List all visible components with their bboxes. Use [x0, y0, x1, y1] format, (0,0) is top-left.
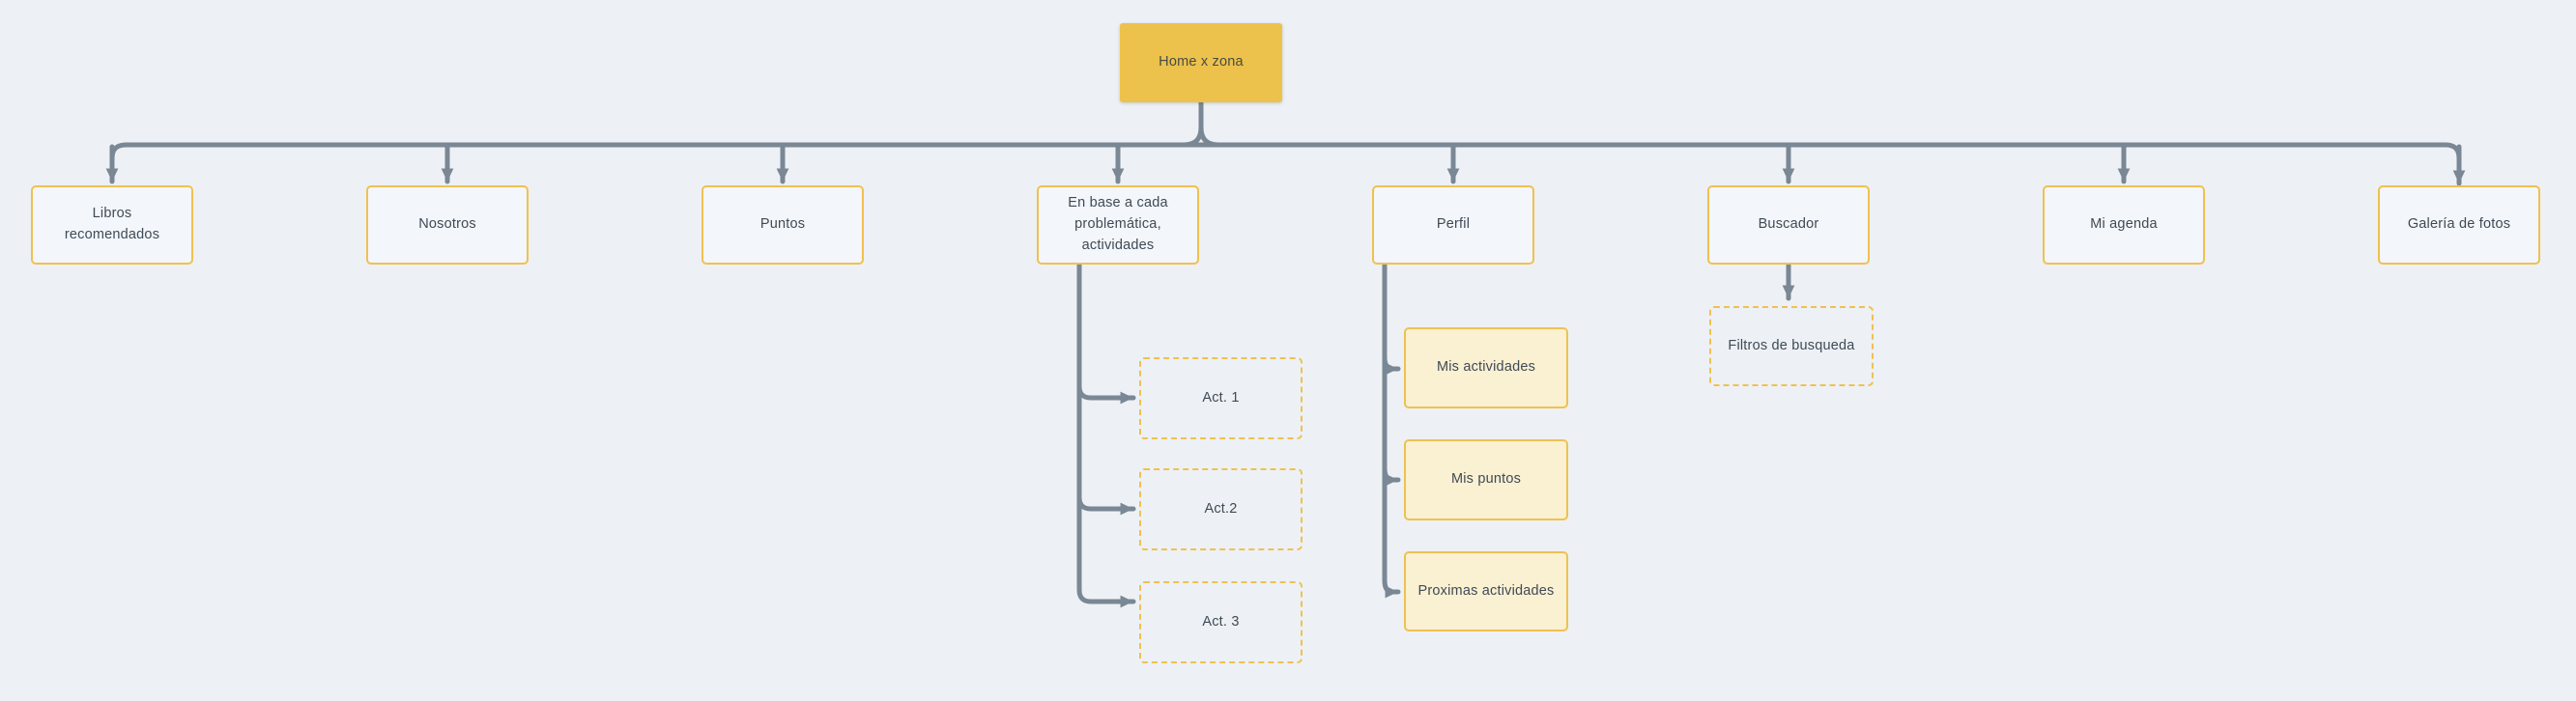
connector-perfil: [1382, 262, 1401, 599]
node-actividades[interactable]: En base a cada problemática, actividades: [1037, 185, 1199, 265]
node-label: Act. 3: [1202, 613, 1240, 630]
node-label: Act. 1: [1202, 389, 1240, 406]
node-nosotros[interactable]: Nosotros: [366, 185, 529, 265]
node-buscador[interactable]: Buscador: [1707, 185, 1870, 265]
node-label: Mis puntos: [1450, 471, 1522, 488]
node-proximas-actividades[interactable]: Proximas actividades: [1404, 551, 1568, 631]
node-label: Mi agenda: [2090, 216, 2158, 233]
node-label: Home x zona: [1159, 54, 1244, 70]
node-label: Mis actividades: [1436, 359, 1536, 376]
node-label: Act.2: [1204, 500, 1238, 517]
node-label: Puntos: [759, 216, 806, 233]
node-act-2[interactable]: Act.2: [1139, 468, 1302, 550]
node-act-1[interactable]: Act. 1: [1139, 357, 1302, 439]
node-mis-puntos[interactable]: Mis puntos: [1404, 439, 1568, 520]
connector-bus: [109, 142, 2462, 173]
node-mi-agenda[interactable]: Mi agenda: [2043, 185, 2205, 265]
node-label: Filtros de busqueda: [1728, 337, 1855, 353]
node-label: Perfil: [1436, 216, 1471, 233]
node-home[interactable]: Home x zona: [1120, 23, 1282, 102]
node-label: Nosotros: [418, 216, 476, 233]
node-puntos[interactable]: Puntos: [701, 185, 864, 265]
node-mis-actividades[interactable]: Mis actividades: [1404, 327, 1568, 408]
connector-actividades: [1076, 262, 1136, 608]
connector-root-trunk: [1181, 99, 1221, 148]
node-label: Proximas actividades: [1417, 582, 1555, 599]
node-label: Buscador: [1758, 216, 1819, 233]
node-label: En base a cada problemática, actividades: [1068, 195, 1168, 253]
node-label: Libros recomendados: [64, 206, 160, 242]
node-label: Galería de fotos: [2407, 216, 2511, 233]
node-galeria-de-fotos[interactable]: Galería de fotos: [2378, 185, 2540, 265]
node-libros-recomendados[interactable]: Libros recomendados: [31, 185, 193, 265]
node-act-3[interactable]: Act. 3: [1139, 581, 1302, 663]
connector-child-drops: [105, 142, 2466, 186]
node-perfil[interactable]: Perfil: [1372, 185, 1534, 265]
node-filtros-de-busqueda[interactable]: Filtros de busqueda: [1709, 306, 1874, 386]
